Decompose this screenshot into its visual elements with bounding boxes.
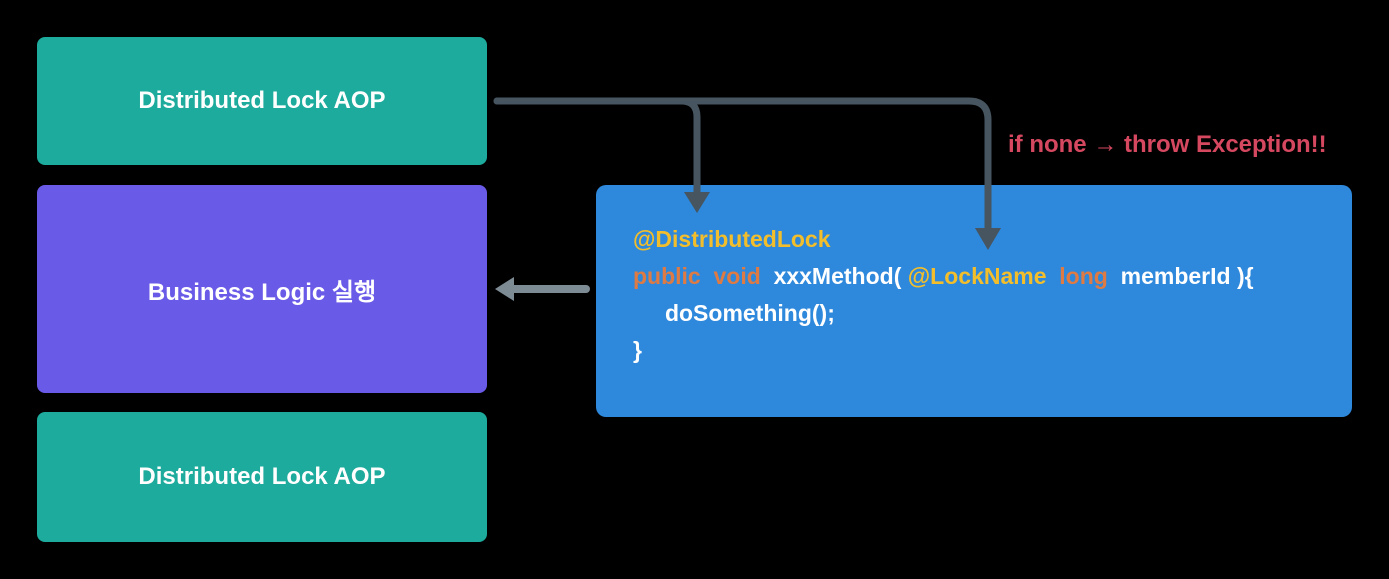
box-distributed-lock-aop-bottom-label: Distributed Lock AOP <box>138 463 386 490</box>
code-token: public <box>633 263 714 289</box>
code-token: void <box>713 263 774 289</box>
code-block: @DistributedLock public void xxxMethod( … <box>596 185 1352 417</box>
box-business-logic-label: Business Logic 실행 <box>147 278 377 306</box>
code-line-method-signature: public void xxxMethod( @LockName long me… <box>633 258 1352 295</box>
code-token: @LockName <box>907 263 1060 289</box>
code-token: @DistributedLock <box>633 226 831 252</box>
code-line-annotation: @DistributedLock <box>633 221 1352 258</box>
code-line-body: doSomething(); <box>633 295 1352 332</box>
box-distributed-lock-aop-top-label: Distributed Lock AOP <box>138 87 386 114</box>
code-token: } <box>633 337 642 363</box>
code-line-closing-brace: } <box>633 332 1352 369</box>
arrow-code-to-business-logic <box>495 277 590 301</box>
box-business-logic: Business Logic 실행 <box>37 185 487 393</box>
code-token: doSomething(); <box>633 300 835 326</box>
exception-annotation: if none → throw Exception!! <box>1008 131 1327 158</box>
arrowhead-left-icon <box>495 277 514 301</box>
box-distributed-lock-aop-top: Distributed Lock AOP <box>37 37 487 165</box>
code-token: xxxMethod( <box>773 263 908 289</box>
code-token: long <box>1059 263 1121 289</box>
code-token: memberId ){ <box>1120 263 1254 289</box>
box-distributed-lock-aop-bottom: Distributed Lock AOP <box>37 412 487 542</box>
